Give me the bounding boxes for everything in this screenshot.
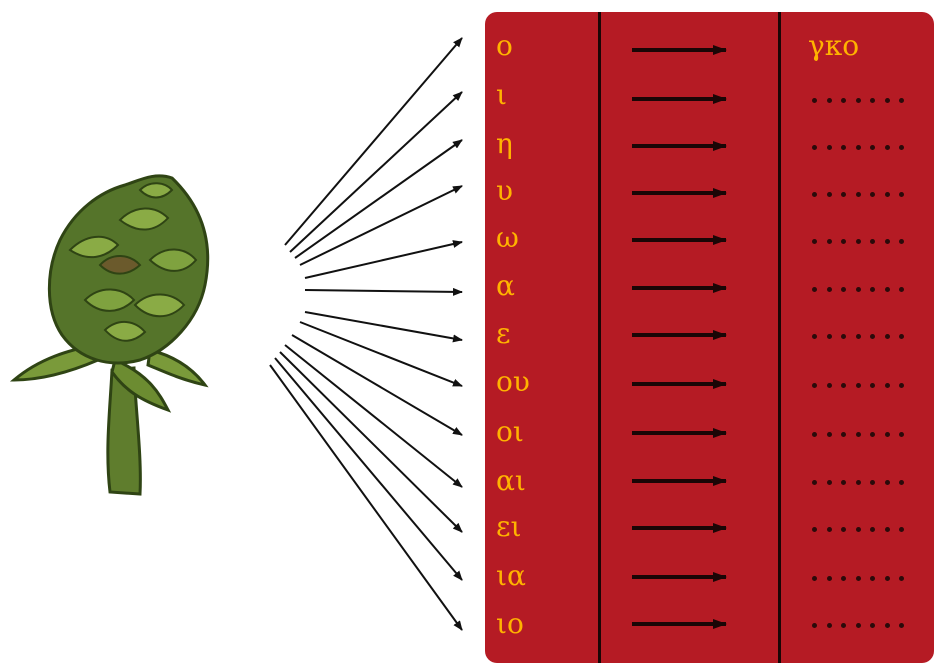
vowel-cell: οι: [496, 412, 576, 452]
dotted-blank-line[interactable]: [812, 575, 904, 581]
vowel-cell: α: [496, 266, 576, 306]
dotted-blank-line[interactable]: [812, 238, 904, 244]
vowel-cell: ιο: [496, 604, 576, 644]
vowel-cell: αι: [496, 461, 576, 501]
dotted-blank-line[interactable]: [812, 286, 904, 292]
vowel-cell: ω: [496, 218, 576, 258]
dotted-blank-line[interactable]: [812, 479, 904, 485]
vowel-cell: η: [496, 124, 576, 164]
dotted-blank-line[interactable]: [812, 144, 904, 150]
answer-cell-filled: γκο: [808, 26, 918, 66]
vowel-cell: ι: [496, 75, 576, 115]
vowel-cell: υ: [496, 171, 576, 211]
dotted-blank-line[interactable]: [812, 526, 904, 532]
vowel-cell: ο: [496, 26, 576, 66]
dotted-blank-line[interactable]: [812, 382, 904, 388]
dotted-blank-line[interactable]: [812, 333, 904, 339]
dotted-blank-line[interactable]: [812, 431, 904, 437]
vowel-cell: ια: [496, 556, 576, 596]
vowel-cell: ου: [496, 362, 576, 402]
dotted-blank-line[interactable]: [812, 622, 904, 628]
dotted-blank-line[interactable]: [812, 97, 904, 103]
vowel-cell: ε: [496, 314, 576, 354]
dotted-blank-line[interactable]: [812, 191, 904, 197]
vowel-cell: ει: [496, 507, 576, 547]
